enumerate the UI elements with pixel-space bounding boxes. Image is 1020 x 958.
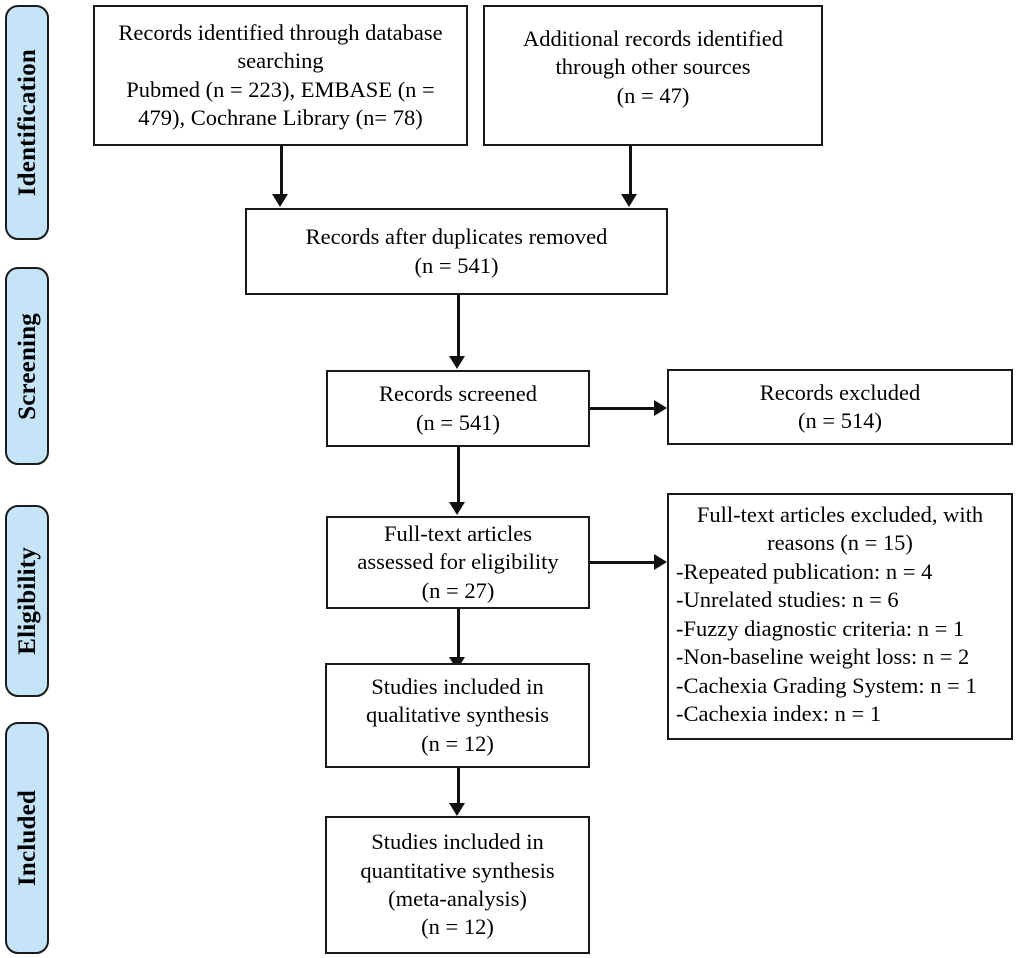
box-records-after-duplicates-removed-text: Records after duplicates removed (n = 54…	[305, 224, 608, 278]
exclusion-reason-non-baseline-weight-loss: -Non-baseline weight loss: n = 2	[676, 644, 970, 670]
box-records-excluded-text: Records excluded (n = 514)	[759, 379, 921, 433]
arrowhead-fulltext-to-excluded-reasons	[654, 554, 667, 570]
stage-pill-screening: Screening	[5, 267, 49, 465]
stage-pill-included: Included	[5, 722, 49, 954]
box-fulltext-assessed-eligibility: Full-text articles assessed for eligibil…	[326, 516, 590, 609]
exclusion-reason-repeated-publication: -Repeated publication: n = 4	[676, 558, 933, 584]
box-studies-qualitative-synthesis-text: Studies included in qualitative synthesi…	[365, 673, 550, 756]
arrowhead-other-sources-to-duplicates	[621, 194, 637, 207]
arrowhead-screened-to-excluded	[654, 400, 667, 416]
connector-database-to-duplicates	[280, 146, 283, 196]
box-additional-records-other-sources: Additional records identified through ot…	[483, 5, 823, 146]
box-additional-records-other-sources-text: Additional records identified through ot…	[523, 26, 783, 108]
stage-label-screening: Screening	[13, 312, 41, 420]
box-records-screened-text: Records screened (n = 541)	[378, 381, 538, 435]
arrowhead-qualitative-to-quantitative	[449, 803, 465, 816]
box-records-screened: Records screened (n = 541)	[326, 370, 590, 447]
connector-screened-to-fulltext	[457, 447, 460, 504]
arrowhead-screened-to-fulltext	[449, 502, 465, 515]
arrowhead-duplicates-to-screened	[449, 356, 465, 369]
stage-label-eligibility: Eligibility	[13, 547, 41, 655]
stage-label-included: Included	[13, 789, 41, 887]
box-fulltext-assessed-eligibility-text: Full-text articles assessed for eligibil…	[357, 520, 559, 603]
box-records-identified-database: Records identified through database sear…	[93, 5, 468, 146]
stage-label-identification: Identification	[13, 48, 41, 197]
box-studies-qualitative-synthesis: Studies included in qualitative synthesi…	[325, 663, 590, 768]
exclusion-reason-fuzzy-diagnostic-criteria: -Fuzzy diagnostic criteria: n = 1	[676, 615, 965, 641]
box-fulltext-excluded-with-reasons: Full-text articles excluded, with reason…	[667, 493, 1013, 740]
box-records-after-duplicates-removed: Records after duplicates removed (n = 54…	[245, 208, 668, 295]
connector-other-sources-to-duplicates	[629, 146, 632, 196]
exclusion-reason-cachexia-index: -Cachexia index: n = 1	[676, 700, 882, 726]
connector-duplicates-to-screened	[457, 295, 460, 357]
stage-pill-eligibility: Eligibility	[5, 505, 49, 697]
connector-fulltext-to-excluded-reasons	[590, 561, 656, 564]
box-records-excluded: Records excluded (n = 514)	[667, 369, 1013, 445]
fulltext-excluded-heading: Full-text articles excluded, with reason…	[696, 502, 984, 556]
exclusion-reason-cachexia-grading-system: -Cachexia Grading System: n = 1	[676, 672, 977, 698]
exclusion-reason-unrelated-studies: -Unrelated studies: n = 6	[676, 587, 899, 613]
connector-qualitative-to-quantitative	[457, 768, 460, 811]
connector-screened-to-excluded	[590, 407, 656, 410]
arrowhead-database-to-duplicates	[272, 194, 288, 207]
connector-fulltext-to-qualitative	[457, 609, 460, 659]
box-records-identified-database-text: Records identified through database sear…	[118, 19, 443, 130]
box-studies-quantitative-synthesis-text: Studies included in quantitative synthes…	[360, 829, 555, 940]
stage-pill-identification: Identification	[5, 5, 49, 240]
box-studies-quantitative-synthesis: Studies included in quantitative synthes…	[325, 816, 590, 954]
